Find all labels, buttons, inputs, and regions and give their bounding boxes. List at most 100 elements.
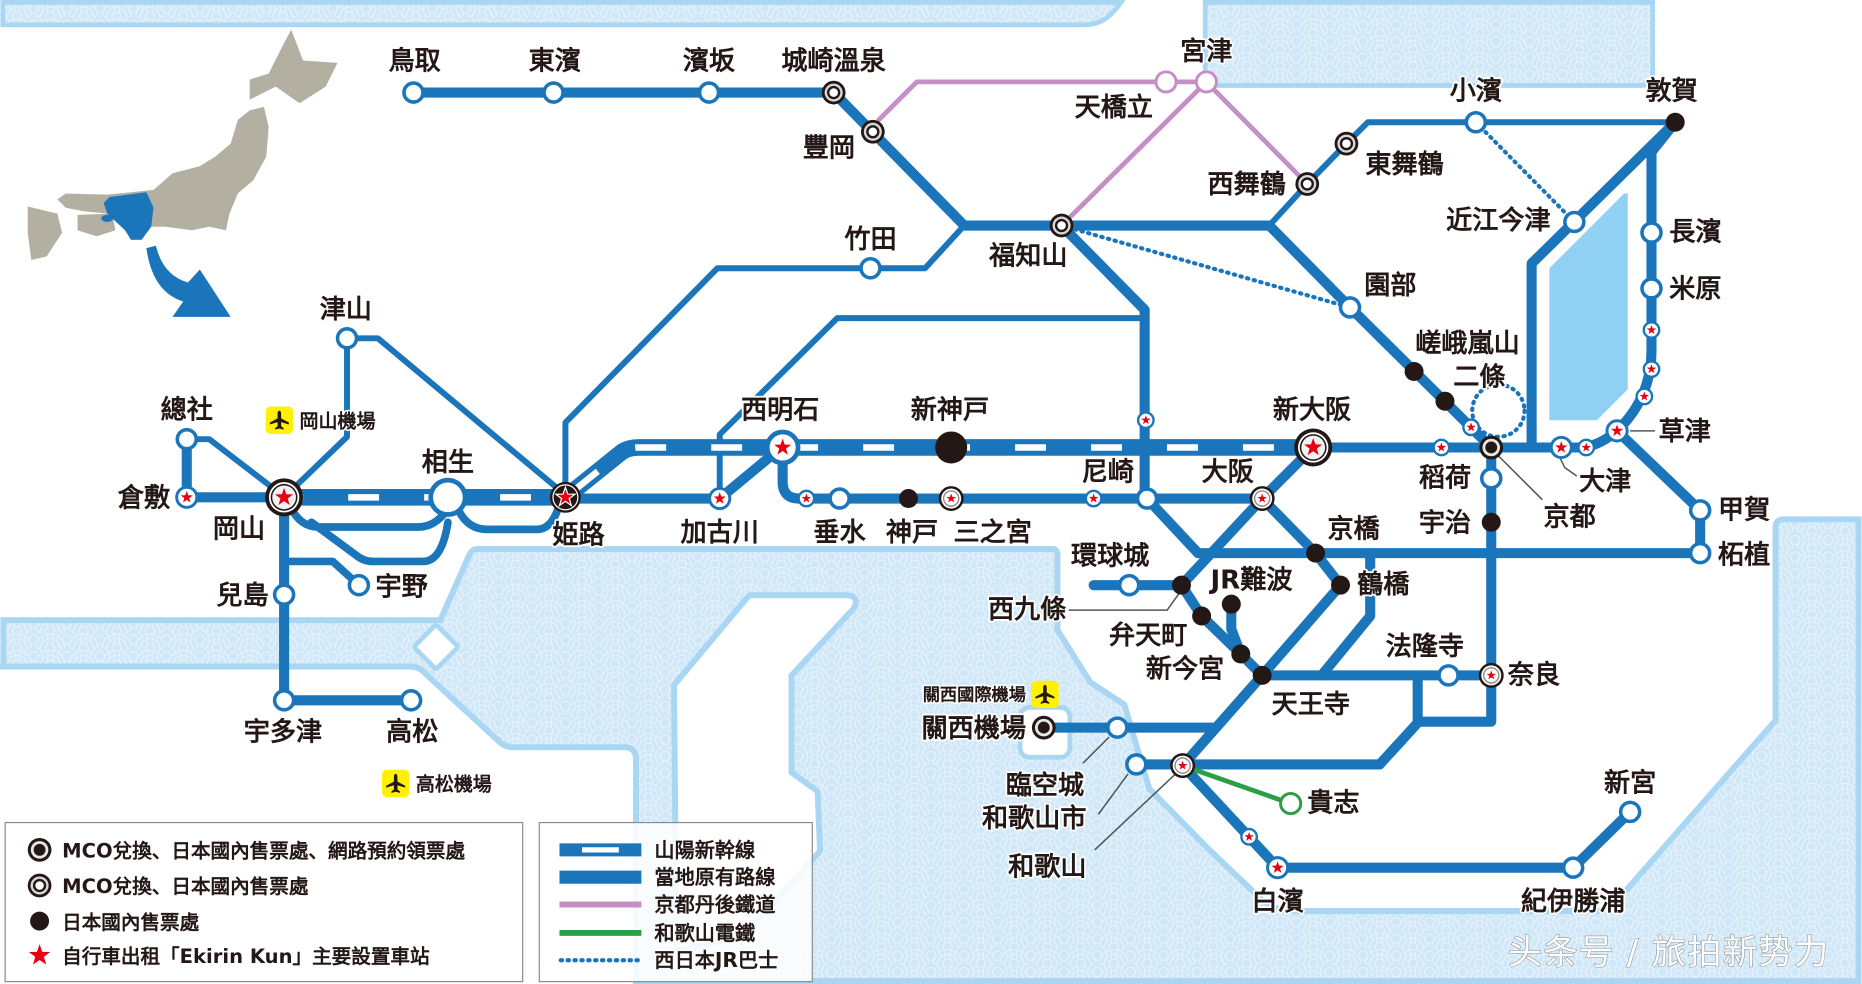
station-tsuge: 柘植 [1688,538,1772,572]
station-universal-city: 環球城 [1069,540,1151,597]
station-aioi: 相生 [420,446,476,515]
station-label: 紀伊勝浦 [1521,886,1625,917]
legend-row: 自行車出租「Ekirin Kun」主要設置車站 [28,944,430,968]
station-kyoto: 京都 [1479,435,1597,534]
station-label: 鶴橋 [1357,569,1410,600]
bicycle-rental-star-station-icon [1644,361,1659,376]
station-otsu: 大津 [1551,437,1633,499]
station-label: 和歌山市 [982,803,1086,834]
station-saga-arashiyama: 嵯峨嵐山 [1404,327,1522,382]
legend-label: 山陽新幹線 [654,838,756,862]
station-wakayamashi: 和歌山市 [980,753,1148,836]
station-label: 兒島 [216,581,268,611]
station-bentencho: 弁天町 [1107,606,1212,653]
station-label: 天王寺 [1272,690,1350,720]
station-kurashiki: 倉敷 [115,481,197,515]
station-nishikujo: 西九條 [986,575,1191,627]
airport-label: 高松機場 [416,773,492,796]
station-shin-kobe: 新神戸 [909,393,991,464]
bicycle-rental-star-station-icon [1138,412,1153,427]
station-circle-icon [175,427,199,451]
mco-exchange-double-circle-icon [1049,213,1074,238]
station-wakayama: 和歌山 [1006,753,1195,884]
station-circle-icon [402,81,425,104]
station-circle-icon [1437,664,1460,687]
line-kakogawa [716,315,1148,502]
ticket-office-dot-icon [1404,362,1424,382]
legend-label: 自行車出租「Ekirin Kun」主要設置車站 [62,945,430,968]
line-sanyo-loop-c [454,504,563,534]
airplane-icon [382,769,410,798]
legend-label: 和歌山電鐵 [654,921,755,945]
station-label: 長濱 [1669,218,1721,248]
leader-rinku-town [1082,736,1110,764]
mco-star-station-icon [1170,753,1195,778]
station-circle-icon [1561,856,1585,879]
station-shirahama: 白濱 [1250,858,1305,919]
station-label: 近江今津 [1446,205,1550,236]
mco-exchange-double-circle-icon [1295,172,1320,196]
station-label: 臨空城 [1006,770,1084,801]
ticket-office-dot-icon [1331,575,1351,595]
mco-exchange-double-circle-icon [821,80,846,105]
airplane-icon [1031,680,1059,709]
station-label: 京橋 [1327,513,1380,544]
line-kisei [1177,760,1636,873]
station-uji: 宇治 [1417,507,1501,540]
station-label: 西舞鶴 [1208,169,1286,200]
station-label: 東舞鶴 [1365,149,1443,180]
sea-top-strip [0,0,1126,28]
major-station-star-icon [550,482,581,513]
station-tottori: 鳥取 [387,45,443,104]
wakayama-electric-station-icon [1279,792,1303,816]
sea-top-block [1202,0,1656,88]
mco-star-station-icon [1479,663,1504,688]
station-label: 西明石 [741,396,819,426]
line-osaka-higashi [1316,548,1376,681]
station-label: 大阪 [1202,457,1255,487]
kansai-highlight [103,192,154,240]
leader-otsu [1559,457,1578,477]
leader-nishikujo [1068,593,1180,611]
station-kinosaki-onsen: 城崎溫泉 [780,44,889,105]
station-label: 相生 [422,448,474,478]
station-nishi-akashi: 西明石 [739,394,821,463]
bus-route-obama-omiimazu [1473,120,1577,225]
station-circle-icon [1563,210,1586,234]
legend-label: MCO兌換、日本國內售票處、網路預約領票處 [62,840,465,863]
station-soja: 總社 [159,393,215,451]
station-label: 總社 [161,395,213,426]
bicycle-rental-star-station-icon [1434,440,1449,455]
station-label: 關西機場 [922,714,1026,744]
station-kusatsu: 草津 [1607,415,1713,449]
line-hanwa [1177,670,1268,771]
station-circle-icon [697,81,721,104]
legend-row: 山陽新幹線 [559,838,756,862]
legend-box [4,821,524,983]
ticket-office-dot-icon [30,911,50,931]
mco-exchange-double-circle-icon [27,873,52,898]
bicycle-rental-star-station-icon [1241,829,1256,844]
station-label: 米原 [1669,275,1721,305]
airport-takamatsu: 高松機場 [382,769,493,798]
bicycle-rental-star-station-icon [1086,491,1101,506]
shinkansen-star-station-icon [767,432,798,463]
station-label: 津山 [320,295,372,325]
bicycle-rental-star-station-icon [1463,420,1478,435]
station-circle-icon [1640,277,1663,300]
legend-label: 當地原有路線 [654,865,776,889]
legend-row: 京都丹後鐵道 [559,892,776,916]
airport-label: 關西國際機場 [923,685,1026,706]
line-kosei [1526,117,1681,453]
station-label: 弁天町 [1109,620,1187,651]
station-kishi: 貴志 [1279,787,1361,820]
major-station-star-icon [1294,428,1332,466]
line-sanyo-shinkansen-dashes [284,444,1314,501]
legend-row: 和歌山電鐵 [559,921,755,945]
station-circle-icon [1106,716,1129,739]
station-toyooka: 豐岡 [801,119,885,165]
station-shin-imamiya: 新今宮 [1144,644,1251,686]
legend-label: 西日本JR巴士 [654,948,778,972]
airplane-icon [265,406,294,434]
station-rinku-town: 臨空城 [1004,716,1129,803]
